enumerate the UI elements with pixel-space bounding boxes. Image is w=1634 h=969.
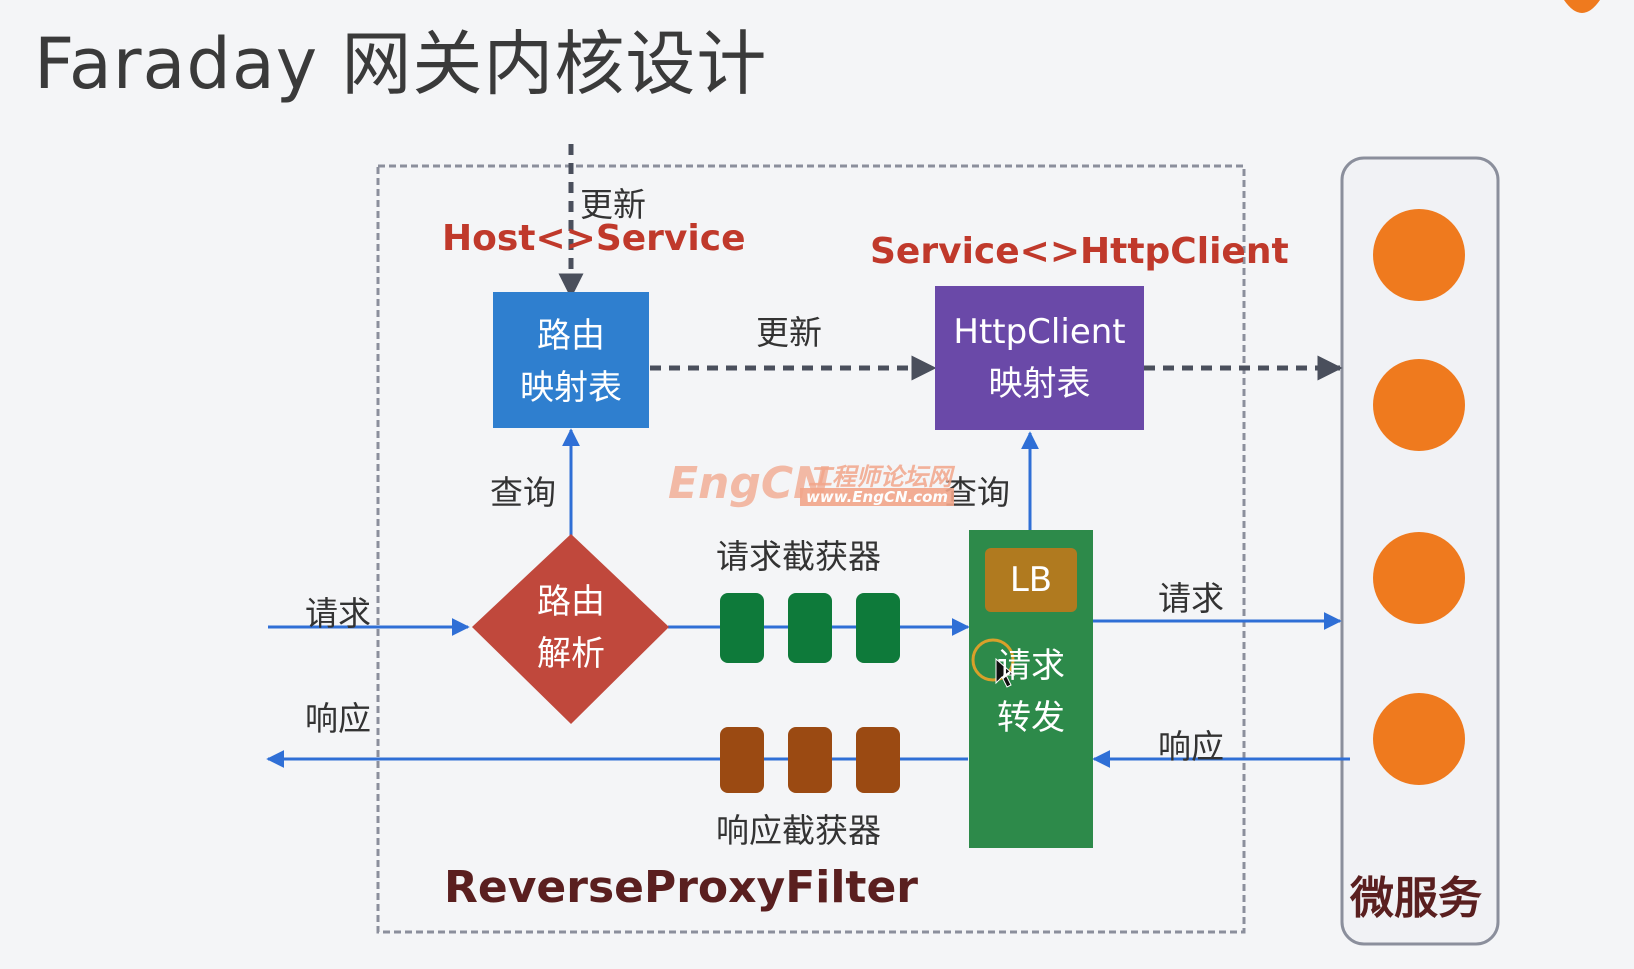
forward-text: 请求 转发 <box>969 640 1093 744</box>
gateway-boundary <box>376 164 1246 934</box>
update-label-top: 更新 <box>580 185 646 224</box>
response-interceptor-3 <box>856 727 900 793</box>
response-interceptor-2 <box>788 727 832 793</box>
cursor-icon <box>995 657 1016 688</box>
microservice-node-4 <box>1373 693 1465 785</box>
route-parse-line-1: 路由 <box>537 582 605 622</box>
query-label-right: 查询 <box>944 473 1010 512</box>
httpclient-table-text: HttpClient 映射表 <box>935 306 1144 410</box>
forward-line-1: 请求 <box>997 646 1065 686</box>
request-interceptor-1 <box>720 593 764 663</box>
httpclient-table-line-2: 映射表 <box>988 364 1091 404</box>
microservice-label: 微服务 <box>1350 873 1482 924</box>
response-interceptor-label: 响应截获器 <box>716 811 881 850</box>
route-table-text: 路由 映射表 <box>493 310 649 414</box>
route-parse-text: 路由 解析 <box>510 576 632 680</box>
route-table-box <box>493 292 649 428</box>
request-out-label: 请求 <box>1158 579 1224 618</box>
route-table-line-2: 映射表 <box>520 368 622 408</box>
request-interceptor-2 <box>788 593 832 663</box>
httpclient-table-box <box>935 286 1144 430</box>
microservice-node-2 <box>1373 359 1465 451</box>
httpclient-table-line-1: HttpClient <box>953 312 1126 352</box>
route-table-line-1: 路由 <box>537 316 605 356</box>
service-httpclient-label: Service<>HttpClient <box>870 231 1289 272</box>
lb-box <box>985 548 1077 612</box>
request-interceptor-3 <box>856 593 900 663</box>
watermark-cn: 工程师论坛网 <box>808 463 952 491</box>
response-in-label: 响应 <box>1158 727 1224 766</box>
microservice-node-3 <box>1373 532 1465 624</box>
corner-logo-icon <box>1564 0 1600 13</box>
microservice-node-1 <box>1373 209 1465 301</box>
route-parse-diamond <box>472 534 669 724</box>
page-title: Faraday 网关内核设计 <box>34 23 768 105</box>
query-label-left: 查询 <box>490 473 556 512</box>
forward-line-2: 转发 <box>997 698 1065 738</box>
response-out-label: 响应 <box>305 699 371 738</box>
host-service-label: Host<>Service <box>442 218 746 259</box>
request-interceptor-label: 请求截获器 <box>716 537 881 576</box>
reverse-proxy-filter-label: ReverseProxyFilter <box>444 862 919 913</box>
update-label-mid: 更新 <box>756 313 822 352</box>
route-parse-line-2: 解析 <box>537 634 605 674</box>
watermark-url: www.EngCN.com <box>800 488 955 506</box>
request-in-label: 请求 <box>305 594 371 633</box>
response-interceptor-1 <box>720 727 764 793</box>
lb-text: LB <box>1009 560 1053 600</box>
cursor-highlight <box>971 638 1015 682</box>
